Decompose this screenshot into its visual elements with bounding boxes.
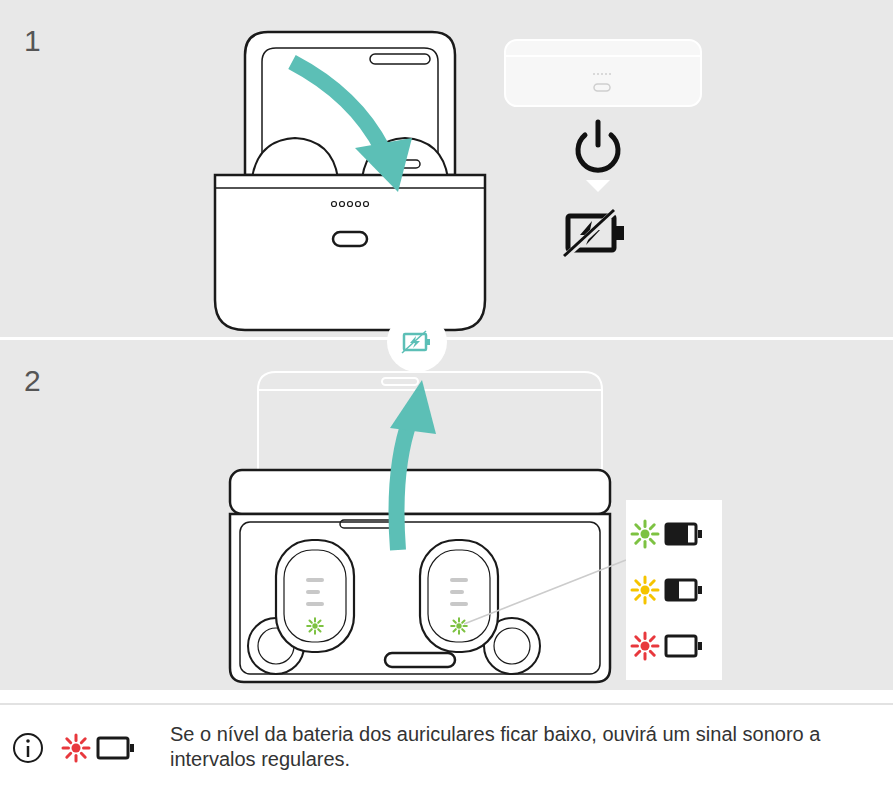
led-red (632, 633, 658, 659)
note-rule (0, 703, 893, 705)
leader-line (464, 560, 626, 624)
closed-case-icon (505, 40, 701, 106)
lid-ghost (258, 372, 602, 470)
led-green-earbud (307, 618, 323, 634)
step-panel: 2 (0, 340, 893, 690)
led-green (632, 521, 658, 547)
led-green-earbud (451, 618, 467, 634)
led-red-note (63, 735, 89, 761)
open-arrow (390, 380, 436, 550)
panel-band (0, 0, 893, 337)
step-number: 2 (24, 364, 41, 398)
led-yellow (632, 577, 658, 603)
step-triangle (586, 180, 610, 192)
charging-badge (387, 312, 447, 372)
info-icon (14, 734, 42, 762)
note-text: Se o nível da bateria dos auriculares fi… (170, 722, 870, 772)
step-number: 1 (24, 24, 41, 58)
charging-case-top (230, 470, 610, 682)
power-icon (578, 122, 618, 170)
charging-icon (564, 210, 624, 256)
step-panel: 1 (0, 0, 893, 337)
charging-case (215, 32, 485, 330)
battery-half (666, 580, 702, 600)
close-arrow (292, 62, 412, 192)
battery-legend-box (626, 500, 722, 680)
battery-full (666, 524, 702, 544)
panel-band (0, 340, 893, 690)
battery-low (666, 636, 702, 656)
battery-low-note (98, 738, 134, 758)
